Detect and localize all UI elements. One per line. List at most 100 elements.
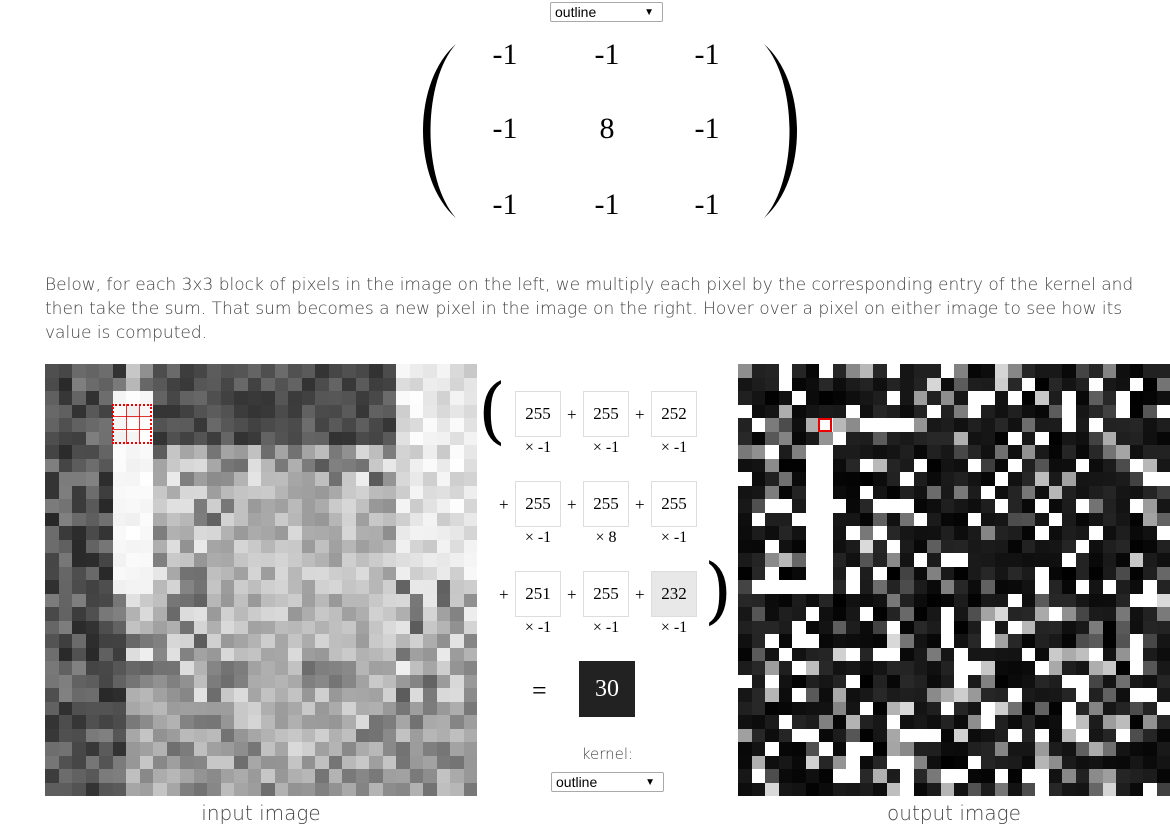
input-pixel[interactable] — [153, 458, 167, 472]
input-pixel[interactable] — [139, 688, 153, 702]
input-pixel[interactable] — [220, 580, 234, 594]
output-pixel[interactable] — [1075, 377, 1089, 391]
input-pixel[interactable] — [409, 755, 423, 769]
output-pixel[interactable] — [1048, 715, 1062, 729]
output-pixel[interactable] — [778, 391, 792, 405]
output-pixel[interactable] — [1035, 377, 1049, 391]
input-pixel[interactable] — [450, 634, 464, 648]
input-pixel[interactable] — [409, 499, 423, 513]
output-pixel[interactable] — [940, 728, 954, 742]
output-pixel[interactable] — [1062, 404, 1076, 418]
output-pixel[interactable] — [994, 499, 1008, 513]
input-pixel[interactable] — [436, 485, 450, 499]
output-pixel[interactable] — [1075, 553, 1089, 567]
input-pixel[interactable] — [288, 391, 302, 405]
output-pixel[interactable] — [1102, 377, 1116, 391]
output-pixel[interactable] — [1075, 688, 1089, 702]
output-pixel[interactable] — [1021, 404, 1035, 418]
input-pixel[interactable] — [85, 715, 99, 729]
output-pixel[interactable] — [738, 782, 752, 796]
input-pixel[interactable] — [220, 512, 234, 526]
input-pixel[interactable] — [139, 647, 153, 661]
output-pixel[interactable] — [1129, 782, 1143, 796]
input-pixel[interactable] — [328, 377, 342, 391]
output-pixel[interactable] — [981, 526, 995, 540]
input-pixel[interactable] — [207, 364, 221, 378]
input-pixel[interactable] — [342, 512, 356, 526]
output-pixel[interactable] — [1129, 620, 1143, 634]
output-pixel[interactable] — [1021, 458, 1035, 472]
input-pixel[interactable] — [342, 661, 356, 675]
output-pixel[interactable] — [792, 404, 806, 418]
output-pixel[interactable] — [1089, 688, 1103, 702]
output-pixel[interactable] — [832, 661, 846, 675]
output-pixel[interactable] — [792, 728, 806, 742]
input-pixel[interactable] — [126, 742, 140, 756]
output-pixel[interactable] — [751, 404, 765, 418]
input-pixel[interactable] — [288, 458, 302, 472]
output-pixel[interactable] — [1048, 593, 1062, 607]
input-pixel[interactable] — [234, 715, 248, 729]
output-pixel[interactable] — [994, 769, 1008, 783]
output-pixel[interactable] — [967, 769, 981, 783]
input-pixel[interactable] — [85, 364, 99, 378]
input-pixel[interactable] — [180, 499, 194, 513]
output-pixel[interactable] — [954, 715, 968, 729]
input-pixel[interactable] — [409, 485, 423, 499]
output-pixel[interactable] — [886, 715, 900, 729]
input-pixel[interactable] — [423, 458, 437, 472]
output-pixel[interactable] — [1156, 472, 1170, 486]
input-pixel[interactable] — [72, 580, 86, 594]
input-pixel[interactable] — [409, 607, 423, 621]
input-pixel[interactable] — [315, 512, 329, 526]
output-pixel[interactable] — [846, 674, 860, 688]
input-pixel[interactable] — [166, 769, 180, 783]
output-pixel[interactable] — [940, 539, 954, 553]
output-pixel[interactable] — [1129, 593, 1143, 607]
input-pixel[interactable] — [207, 377, 221, 391]
input-pixel[interactable] — [45, 593, 59, 607]
input-pixel[interactable] — [288, 661, 302, 675]
input-pixel[interactable] — [369, 674, 383, 688]
output-pixel[interactable] — [819, 728, 833, 742]
output-pixel[interactable] — [940, 485, 954, 499]
input-pixel[interactable] — [342, 742, 356, 756]
input-pixel[interactable] — [99, 418, 113, 432]
input-pixel[interactable] — [58, 607, 72, 621]
output-pixel[interactable] — [1075, 620, 1089, 634]
input-pixel[interactable] — [342, 769, 356, 783]
input-pixel[interactable] — [369, 634, 383, 648]
output-pixel[interactable] — [819, 472, 833, 486]
output-pixel[interactable] — [900, 377, 914, 391]
input-pixel[interactable] — [355, 445, 369, 459]
input-pixel[interactable] — [288, 688, 302, 702]
input-pixel[interactable] — [153, 391, 167, 405]
input-pixel[interactable] — [315, 458, 329, 472]
input-pixel[interactable] — [126, 391, 140, 405]
output-pixel[interactable] — [805, 526, 819, 540]
input-pixel[interactable] — [207, 431, 221, 445]
output-pixel[interactable] — [981, 539, 995, 553]
output-pixel[interactable] — [1143, 728, 1157, 742]
output-pixel[interactable] — [981, 404, 995, 418]
output-pixel[interactable] — [873, 674, 887, 688]
input-pixel[interactable] — [58, 499, 72, 513]
input-pixel[interactable] — [450, 674, 464, 688]
output-pixel[interactable] — [1116, 701, 1130, 715]
output-pixel[interactable] — [886, 458, 900, 472]
output-pixel[interactable] — [846, 782, 860, 796]
input-pixel[interactable] — [436, 782, 450, 796]
input-pixel[interactable] — [153, 404, 167, 418]
input-pixel[interactable] — [436, 742, 450, 756]
output-pixel[interactable] — [1116, 755, 1130, 769]
input-pixel[interactable] — [193, 782, 207, 796]
output-pixel[interactable] — [1116, 445, 1130, 459]
output-pixel[interactable] — [886, 391, 900, 405]
output-pixel[interactable] — [751, 418, 765, 432]
input-pixel[interactable] — [436, 445, 450, 459]
input-pixel[interactable] — [72, 404, 86, 418]
input-pixel[interactable] — [288, 782, 302, 796]
output-pixel[interactable] — [751, 458, 765, 472]
output-pixel[interactable] — [1008, 769, 1022, 783]
input-pixel[interactable] — [85, 634, 99, 648]
